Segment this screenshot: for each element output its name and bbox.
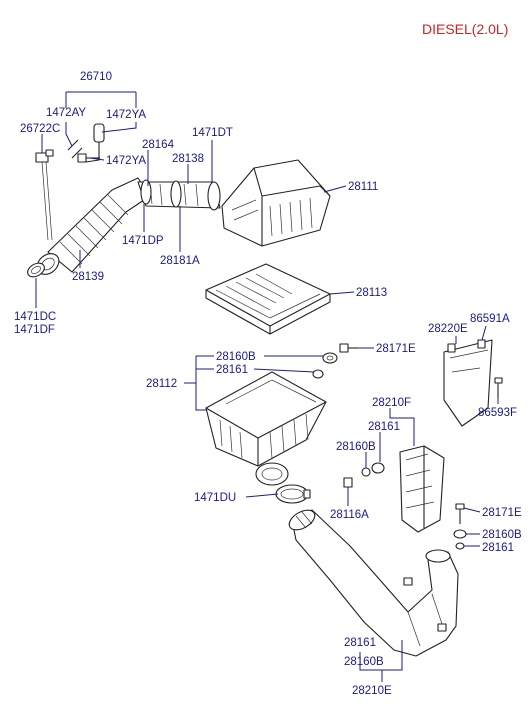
air-cleaner-cover-drawing xyxy=(221,159,331,247)
part-label-26722c: 26722C xyxy=(20,123,60,135)
filter-element-drawing xyxy=(205,263,331,335)
part-label-28210f: 28210F xyxy=(372,397,411,409)
part-label-28220e: 28220E xyxy=(428,323,468,335)
clamp-1471du-drawing xyxy=(275,484,311,504)
leader-lines xyxy=(35,91,499,682)
part-label-28210e: 28210E xyxy=(352,685,392,697)
part-label-28181a: 28181A xyxy=(160,255,200,267)
vacuum-hose-drawing xyxy=(67,123,105,163)
part-label-28161-upper: 28161 xyxy=(216,364,248,376)
part-label-86591a: 86591A xyxy=(470,313,510,325)
part-label-1471dp: 1471DP xyxy=(122,235,164,247)
part-label-28116a: 28116A xyxy=(330,509,369,521)
part-label-86593f: 86593F xyxy=(478,407,517,419)
part-label-26710: 26710 xyxy=(80,71,112,83)
part-label-28139: 28139 xyxy=(72,271,104,283)
part-label-28164: 28164 xyxy=(142,139,175,151)
part-label-28113: 28113 xyxy=(356,287,387,299)
part-label-28138: 28138 xyxy=(172,153,204,165)
intake-hose-28139-drawing xyxy=(36,177,151,275)
bolt-grommet-right-drawing xyxy=(453,503,467,550)
part-label-1471du: 1471DU xyxy=(194,492,236,504)
bracket-28220e-drawing xyxy=(443,339,503,427)
diagram-title: DIESEL(2.0L) xyxy=(422,21,508,37)
part-label-28161-duct: 28161 xyxy=(368,421,400,433)
part-label-1472ya-upper: 1472YA xyxy=(106,109,146,121)
part-label-28160b-upper: 28160B xyxy=(216,351,256,363)
part-label-28112: 28112 xyxy=(146,378,177,390)
part-label-1471df: 1471DF xyxy=(14,324,55,336)
part-label-1471dt: 1471DT xyxy=(192,127,233,139)
part-label-28160b-bottom: 28160B xyxy=(344,656,384,668)
vacuum-sensor-drawing xyxy=(35,149,54,241)
part-label-28160b-lower: 28160B xyxy=(482,529,522,541)
part-label-28171e-lower: 28171E xyxy=(482,507,522,519)
duct-28138-drawing xyxy=(137,179,221,211)
part-label-1472ay: 1472AY xyxy=(46,107,86,119)
part-label-28111: 28111 xyxy=(348,181,378,193)
part-label-28171e-upper: 28171E xyxy=(376,343,416,355)
part-label-28160b-duct: 28160B xyxy=(336,441,376,453)
grommet-duct-drawing xyxy=(343,462,385,488)
part-label-1472ya-lower: 1472YA xyxy=(106,155,146,167)
air-cleaner-body-drawing xyxy=(205,371,327,486)
intake-duct-28210f-drawing xyxy=(399,445,445,533)
intake-hose-28210e-drawing xyxy=(288,509,459,657)
part-label-28161-bottom: 28161 xyxy=(344,637,376,649)
part-label-1471dc: 1471DC xyxy=(14,311,56,323)
clamp-1471dc-drawing xyxy=(27,262,45,278)
part-label-28161-lower: 28161 xyxy=(482,542,514,554)
grommet-bolt-upper-drawing xyxy=(312,343,358,379)
